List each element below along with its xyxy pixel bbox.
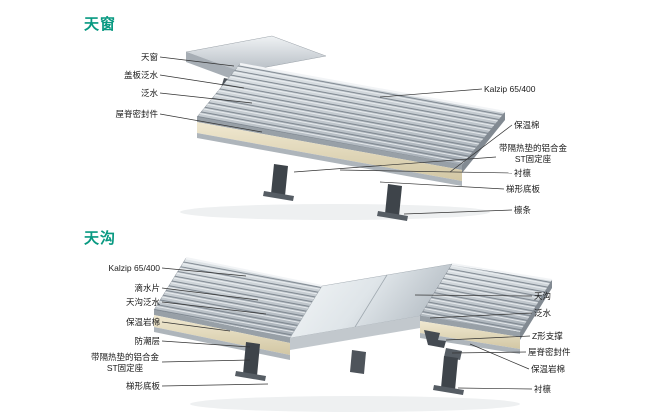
label-z-support: Z形支撑 [532, 331, 563, 341]
label-st-clip: 带隔热垫的铝合金ST固定座 [498, 143, 567, 165]
label-vapor-barrier: 防潮层 [134, 336, 160, 346]
label-trapezoid-deck-2: 梯形底板 [125, 381, 160, 391]
st-clip-bracket [271, 164, 288, 196]
section-title-gutter: 天沟 [84, 230, 117, 247]
gutter-detail-illustration [153, 257, 553, 412]
label-ridge-seal-2: 屋脊密封件 [528, 347, 571, 357]
label-rockwool-2: 保温岩棉 [531, 364, 566, 374]
z-support [424, 330, 446, 348]
liner-purlin-bracket [441, 356, 458, 390]
label-insulation: 保温棉 [514, 120, 540, 130]
label-cover-flashing: 盖板泛水 [123, 70, 158, 80]
label-drip-flashing: 滴水片 [134, 283, 160, 293]
label-liner-purlin: 衬檩 [514, 168, 532, 178]
st-clip-bracket-2 [243, 342, 260, 376]
label-ridge-seal: 屋脊密封件 [115, 109, 158, 119]
purlin-bracket [385, 184, 402, 216]
label-rockwool: 保温岩棉 [125, 317, 160, 327]
label-purlin: 檩条 [514, 205, 532, 215]
label-liner-purlin-2: 衬檩 [534, 384, 552, 394]
label-kalzip-2: Kalzip 65/400 [108, 263, 160, 273]
label-trapezoid-deck: 梯形底板 [506, 184, 541, 194]
leader-lines [159, 56, 533, 390]
liner-deck [197, 133, 462, 186]
label-kalzip: Kalzip 65/400 [484, 84, 536, 94]
label-gutter: 天沟 [534, 291, 552, 301]
skylight-detail-illustration [180, 35, 506, 221]
label-flashing-2: 泛水 [534, 308, 552, 318]
section-title-skylight: 天窗 [84, 16, 117, 33]
label-flashing: 泛水 [140, 88, 158, 98]
label-st-clip-2: 带隔热垫的铝合金ST固定座 [90, 352, 159, 374]
label-skylight: 天窗 [140, 52, 158, 62]
rockwool-layer-right [420, 321, 520, 349]
insulation-layer [197, 122, 462, 181]
label-gutter-flashing: 天沟泛水 [125, 297, 160, 307]
